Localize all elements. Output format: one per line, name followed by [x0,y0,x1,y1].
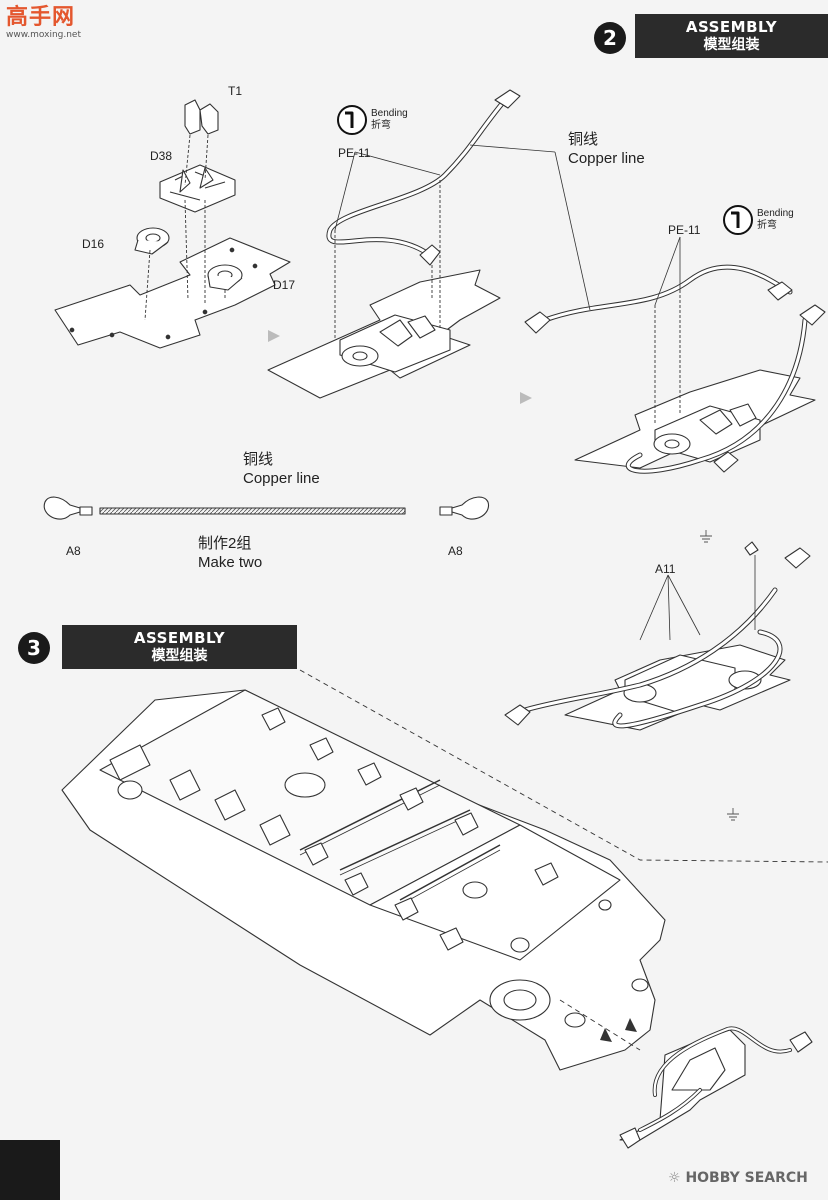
step-2-title-zh: 模型组装 [703,37,760,53]
copper-b-en: Copper line [243,470,320,487]
a11-detail [564,644,791,731]
part-t1 [184,99,219,135]
part-label-t1: T1 [228,84,243,98]
copper-line-label-b: 铜线 Copper line [243,450,320,488]
flow-arrows [268,330,532,404]
watermark-url: www.moxing.net [6,30,81,40]
part-d17 [207,264,243,291]
base-plate-1 [54,237,291,349]
part-label-d17: D17 [273,278,296,292]
bending-label-b: Bending 折弯 [757,208,794,232]
step-3-header: ASSEMBLY 模型组装 [62,625,297,669]
copper-b-zh: 铜线 [243,451,274,468]
copper-a-en: Copper line [568,150,645,167]
part-label-pe11-a: PE-11 [338,146,371,160]
bending-icon-a [337,105,367,135]
step-3-number: 3 [18,632,50,664]
step-3-title-zh: 模型组装 [151,648,208,664]
part-label-d16: D16 [82,237,105,251]
cable-ends-center [419,89,521,266]
part-label-a8-right: A8 [448,544,463,558]
hull-brackets [109,707,559,951]
bending-b-zh: 折弯 [757,220,777,231]
copper-line-assembly [43,496,489,520]
part-d38 [159,164,236,213]
site-watermark: 高手网 www.moxing.net [6,5,81,41]
part-d16 [134,227,170,255]
step-2-header: ASSEMBLY 模型组装 [635,14,828,58]
hobbysearch-brand: HOBBY SEARCH [685,1170,808,1186]
copper-line-label-a: 铜线 Copper line [568,130,645,168]
part-label-a11: A11 [655,562,676,576]
step-2-number: 2 [594,22,626,54]
bending-label-a: Bending 折弯 [371,108,408,132]
part-label-pe11-b: PE-11 [668,223,701,237]
step-3-title-en: ASSEMBLY [133,629,226,647]
base-plate-2 [267,269,501,399]
make-two-zh: 制作2组 [198,535,252,552]
bending-b-en: Bending [757,208,794,219]
bending-icon-b [723,205,753,235]
cable-ends-right [524,281,826,473]
bending-a-en: Bending [371,108,408,119]
copper-a-zh: 铜线 [568,131,599,148]
make-two-en: Make two [198,554,263,571]
part-label-d38: D38 [150,149,173,163]
hobbysearch-logo-icon: ☼ [668,1170,681,1186]
part-label-a8-left: A8 [66,544,81,558]
base-plate-3 [574,369,816,469]
make-two-label: 制作2组 Make two [198,534,262,572]
hobbysearch-watermark: ☼ HOBBY SEARCH [668,1170,808,1186]
rear-wiring-plate [619,1029,746,1141]
watermark-logo: 高手网 [6,5,76,30]
step-2-title-en: ASSEMBLY [685,18,778,36]
bending-a-zh: 折弯 [371,120,391,131]
